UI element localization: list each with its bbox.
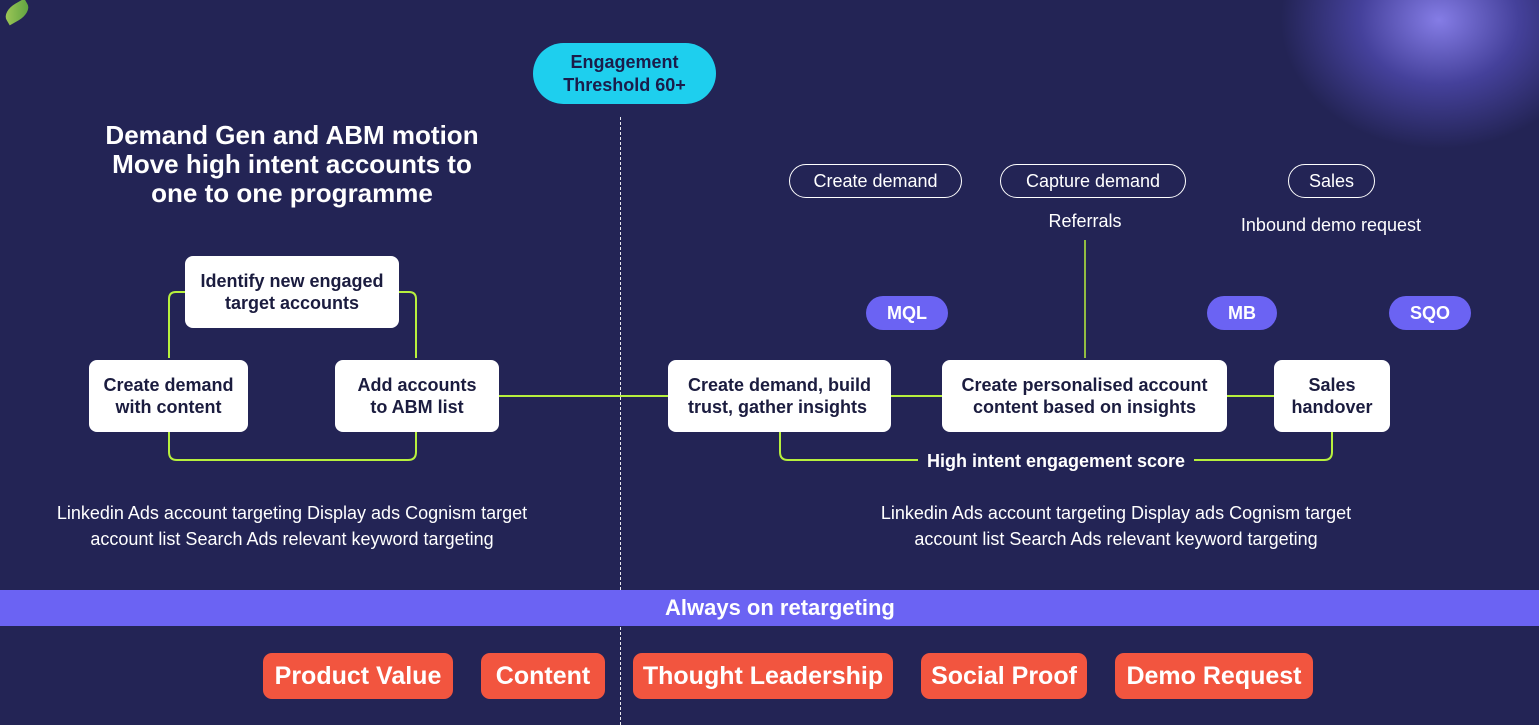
left-caption-line-1: Linkedin Ads account targeting Display a… [56, 503, 528, 523]
engagement-threshold-badge: Engagement Threshold 60+ [533, 43, 716, 104]
threshold-line-1: Engagement [570, 51, 679, 72]
personalised-line-1: Create personalised account [961, 375, 1208, 395]
right-caption-line-2: account list Search Ads relevant keyword… [914, 529, 1318, 549]
right-caption: Linkedin Ads account targeting Display a… [844, 500, 1388, 552]
topic-product-value: Product Value [263, 653, 453, 699]
mql-tag: MQL [866, 296, 948, 330]
add-accounts-line-2: to ABM list [370, 397, 464, 417]
threshold-line-2: Threshold 60+ [563, 74, 686, 95]
stage-create-demand: Create demand [789, 164, 962, 198]
cycle-connector-top-right [399, 291, 417, 358]
handover-line-1: Sales [1308, 375, 1356, 395]
page-title: Demand Gen and ABM motion Move high inte… [92, 121, 492, 208]
stage-sales: Sales [1288, 164, 1375, 198]
handover-line-2: handover [1291, 397, 1373, 417]
sqo-tag: SQO [1389, 296, 1471, 330]
identify-accounts-box: Identify new engaged target accounts [185, 256, 399, 328]
title-line-3: one to one programme [151, 178, 433, 208]
identify-line-2: target accounts [224, 293, 360, 313]
title-line-1: Demand Gen and ABM motion [105, 120, 479, 150]
topic-content: Content [481, 653, 605, 699]
add-accounts-line-1: Add accounts [357, 375, 477, 395]
referrals-label: Referrals [1048, 211, 1122, 231]
retargeting-label: Always on retargeting [665, 595, 895, 620]
create-content-line-2: with content [115, 397, 222, 417]
topic-social-proof: Social Proof [921, 653, 1087, 699]
topic-thought-leadership: Thought Leadership [633, 653, 893, 699]
retargeting-band [0, 590, 1539, 626]
mb-tag: MB [1207, 296, 1277, 330]
corner-glow [1279, 0, 1539, 150]
right-caption-line-1: Linkedin Ads account targeting Display a… [880, 503, 1352, 523]
stage-capture-demand: Capture demand [1000, 164, 1186, 198]
personalised-content-box: Create personalised account content base… [942, 360, 1227, 432]
personalised-line-2: content based on insights [972, 397, 1196, 417]
cycle-connector-bottom [168, 432, 417, 461]
engagement-score-label: High intent engagement score [918, 450, 1194, 472]
inbound-demo-label: Inbound demo request [1240, 215, 1422, 235]
create-content-line-1: Create demand [103, 375, 234, 395]
identify-line-1: Identify new engaged [200, 271, 384, 291]
topic-demo-request: Demo Request [1115, 653, 1313, 699]
build-line-2: trust, gather insights [687, 397, 867, 417]
sales-handover-box: Sales handover [1274, 360, 1390, 432]
left-caption-line-2: account list Search Ads relevant keyword… [90, 529, 494, 549]
threshold-divider [620, 117, 621, 725]
add-accounts-box: Add accounts to ABM list [335, 360, 499, 432]
title-line-2: Move high intent accounts to [112, 149, 472, 179]
cycle-connector-top-left [168, 291, 185, 358]
create-demand-content-box: Create demand with content [89, 360, 248, 432]
build-trust-box: Create demand, build trust, gather insig… [668, 360, 891, 432]
left-caption: Linkedin Ads account targeting Display a… [20, 500, 564, 552]
build-line-1: Create demand, build [687, 375, 872, 395]
